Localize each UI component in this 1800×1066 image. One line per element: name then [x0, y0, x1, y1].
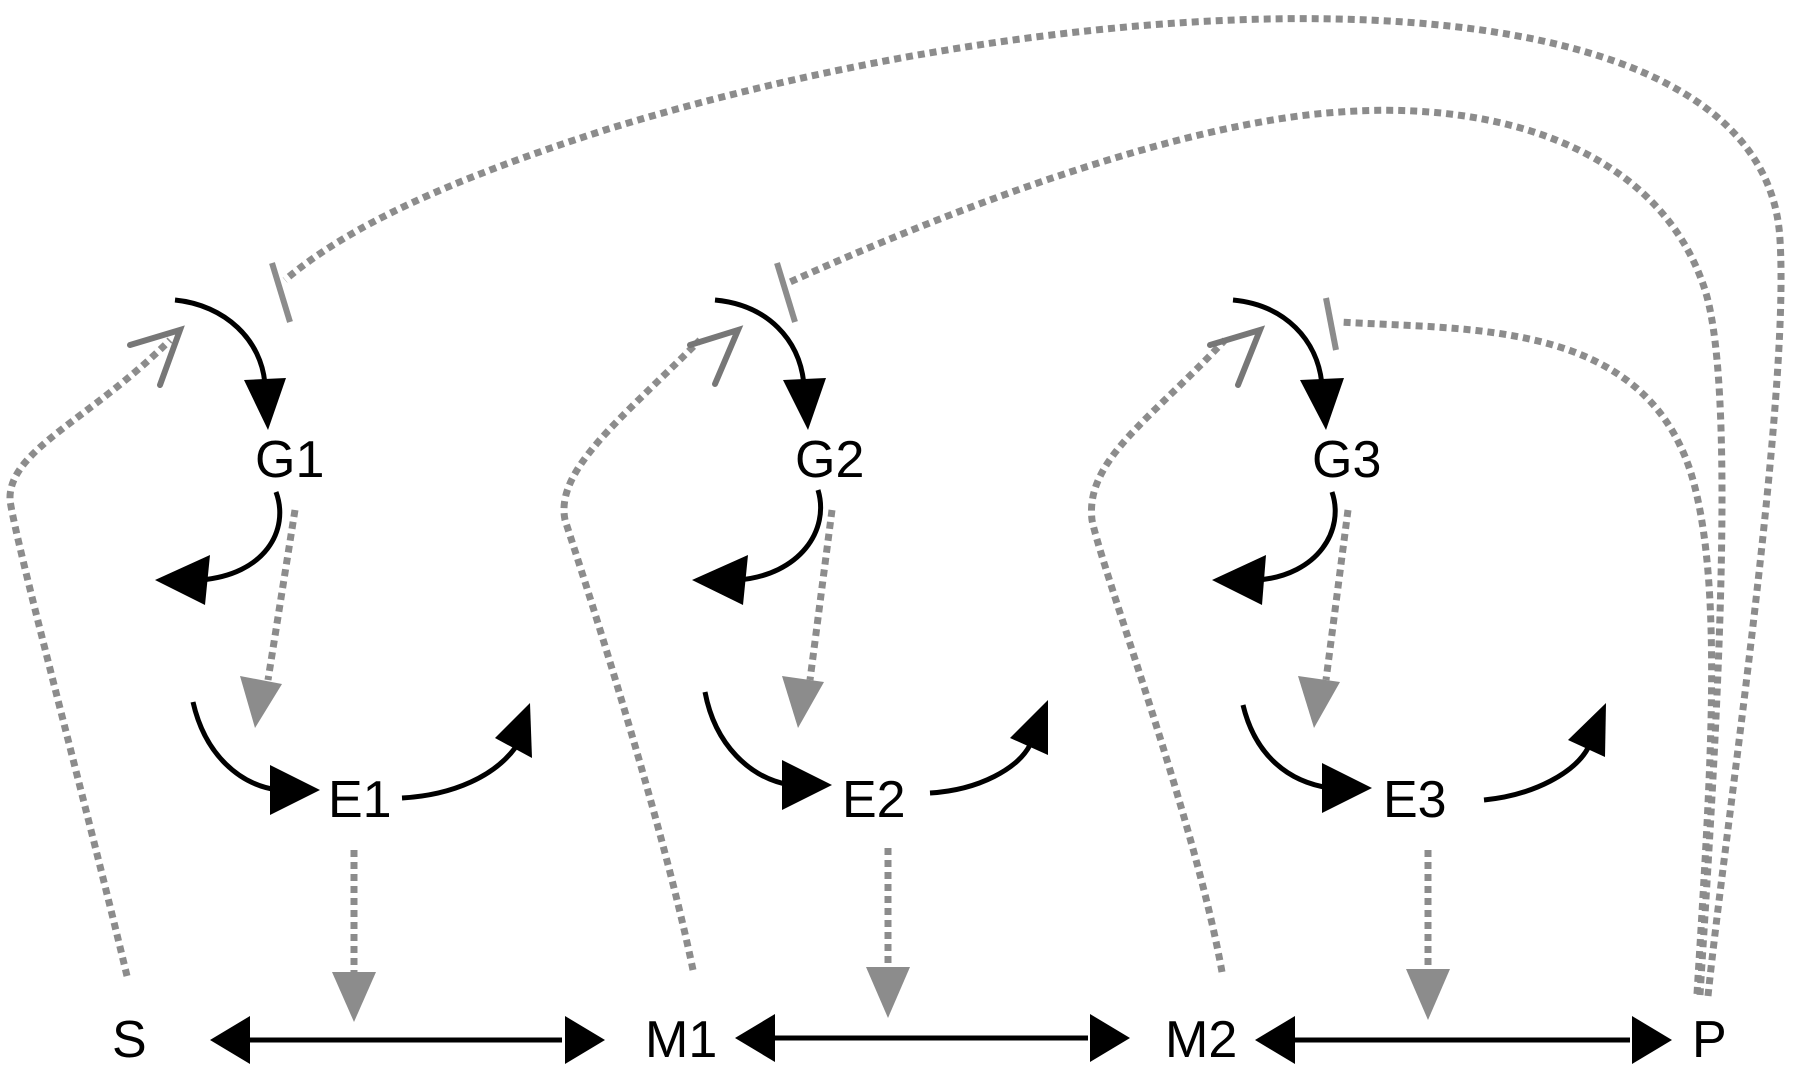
- reaction-M2-P-head-right: [1632, 1016, 1672, 1064]
- expression-G3-E3: [1322, 509, 1352, 681]
- synthesis-arrow-E2: [702, 691, 791, 788]
- inhibition-bar-G2: [774, 262, 798, 323]
- gene-turnover-edges: [155, 297, 1344, 605]
- degradation-head-G1: [155, 555, 210, 605]
- node-P: P: [1692, 1011, 1727, 1066]
- degradation-arrow-G3: [1257, 491, 1338, 583]
- degradation-head-G2: [692, 555, 748, 605]
- degradation-head-E3: [1568, 703, 1606, 757]
- inhibition-bar-G3: [1323, 297, 1339, 351]
- activation-edges: [6, 325, 1266, 977]
- expression-G1-E1: [264, 509, 299, 681]
- synthesis-head-E3: [1322, 763, 1372, 813]
- catalysis-edges: [332, 848, 1450, 1022]
- degradation-arrow-G2: [737, 489, 824, 583]
- reaction-S-M1-head-left: [210, 1016, 250, 1064]
- expression-head-E3: [1298, 676, 1340, 728]
- feedback-inhibition-edges: [269, 15, 1785, 997]
- reaction-M1-M2-head-right: [1090, 1014, 1130, 1062]
- node-G1: G1: [255, 431, 324, 489]
- node-G3: G3: [1312, 431, 1381, 489]
- reaction-edges: [210, 1014, 1672, 1064]
- activation-M1-to-G2: [560, 337, 703, 971]
- synthesis-head-G3: [1300, 378, 1344, 430]
- reaction-S-M1-head-right: [565, 1016, 605, 1064]
- node-E3: E3: [1383, 771, 1447, 829]
- synthesis-arrow-G3: [1232, 297, 1325, 386]
- expression-head-E2: [782, 676, 824, 728]
- degradation-arrow-G1: [199, 491, 283, 583]
- node-M1: M1: [645, 1011, 717, 1066]
- synthesis-arrow-G1: [174, 297, 268, 386]
- node-E2: E2: [842, 771, 906, 829]
- inhibition-P-to-G1: [282, 15, 1785, 997]
- synthesis-head-E2: [782, 760, 832, 810]
- node-M2: M2: [1165, 1011, 1237, 1066]
- degradation-arrow-E2: [929, 743, 1033, 796]
- node-S: S: [112, 1011, 147, 1066]
- activation-M2-to-G3: [1088, 337, 1228, 973]
- degradation-arrow-E1: [401, 746, 518, 801]
- expression-head-E1: [240, 676, 282, 728]
- synthesis-arrow-E1: [190, 701, 279, 793]
- expression-G2-E2: [806, 509, 836, 681]
- synthesis-head-G2: [783, 378, 826, 430]
- activation-head-G2: [687, 325, 744, 387]
- catalysis-head-E1: [332, 972, 376, 1022]
- node-E1: E1: [328, 771, 392, 829]
- inhibition-bar-G1: [269, 262, 293, 323]
- synthesis-head-E1: [270, 765, 320, 815]
- inhibition-P-to-G3: [1339, 318, 1716, 995]
- node-G2: G2: [795, 431, 864, 489]
- degradation-head-E1: [495, 703, 532, 758]
- enzyme-turnover-edges: [190, 691, 1606, 815]
- reaction-M2-P-head-left: [1255, 1016, 1295, 1064]
- degradation-head-G3: [1212, 555, 1266, 605]
- degradation-arrow-E3: [1483, 746, 1591, 803]
- activation-head-G3: [1207, 325, 1266, 388]
- inhibition-P-to-G2: [788, 106, 1726, 996]
- expression-edges: [240, 509, 1352, 728]
- degradation-head-E2: [1010, 700, 1048, 755]
- reaction-M1-M2-head-left: [735, 1014, 775, 1062]
- activation-head-G1: [127, 325, 185, 388]
- catalysis-head-E2: [866, 967, 910, 1018]
- synthesis-arrow-G2: [714, 297, 807, 386]
- activation-S-to-G1: [6, 337, 173, 977]
- node-labels: G1 G2 G3 E1 E2 E3 S M1 M2 P: [112, 431, 1727, 1066]
- synthesis-head-G1: [244, 378, 286, 430]
- synthesis-arrow-E3: [1240, 704, 1331, 791]
- catalysis-head-E3: [1406, 969, 1450, 1020]
